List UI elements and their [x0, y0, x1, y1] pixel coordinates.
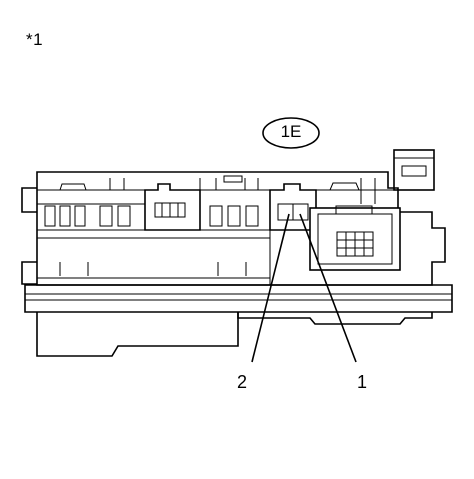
right-tab: [393, 149, 435, 191]
large-connector-right: [309, 205, 401, 271]
small-connector-left: [144, 183, 201, 231]
pin-label-2: 2: [237, 372, 248, 392]
connector-id-oval: [262, 117, 320, 149]
connector-1e: [269, 183, 317, 231]
leader-line-1: [299, 213, 357, 363]
leader-line-2: [251, 213, 290, 363]
pin-label-1: 1: [357, 372, 368, 392]
corner-label: *1: [26, 30, 44, 49]
ecu-housing: [21, 171, 453, 357]
connector-id-label: 1E: [280, 122, 302, 141]
